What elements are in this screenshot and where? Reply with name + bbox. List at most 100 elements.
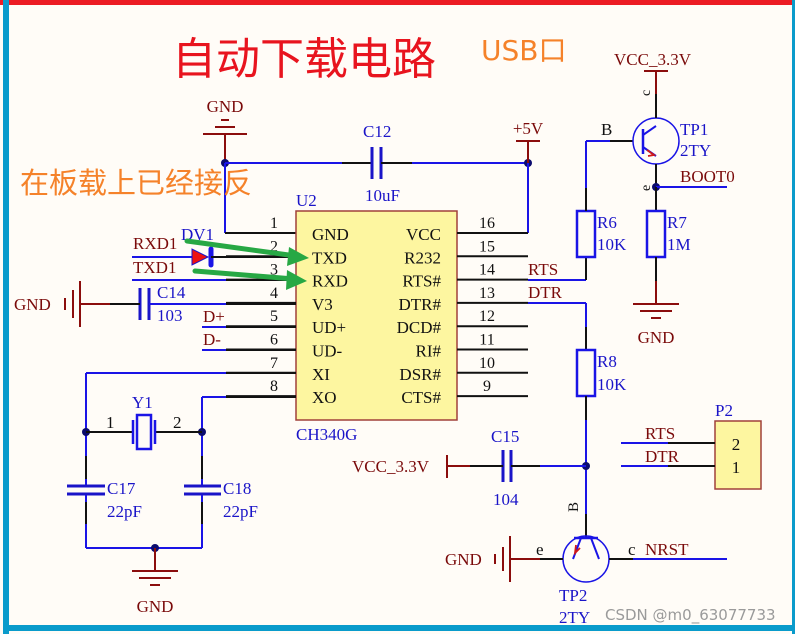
connector-p2: P2 2 1 RTS DTR xyxy=(621,401,762,490)
capacitor-c14: C14 103 xyxy=(138,283,186,325)
ic-pin-name: RI# xyxy=(416,342,442,361)
svg-text:104: 104 xyxy=(493,490,519,509)
net-label-boot0: BOOT0 xyxy=(680,167,735,186)
svg-text:VCC_3.3V: VCC_3.3V xyxy=(352,457,430,476)
svg-text:GND: GND xyxy=(137,597,174,616)
resistor-r7: R7 1M xyxy=(645,209,691,259)
svg-text:R6: R6 xyxy=(597,213,617,232)
svg-text:22pF: 22pF xyxy=(107,502,142,521)
ic-pin-number: 3 xyxy=(270,262,278,279)
gnd-symbol-top: GND xyxy=(203,97,247,162)
usb-annotation: USB口 xyxy=(481,34,566,67)
ic-pin-number: 13 xyxy=(479,285,495,302)
svg-text:B: B xyxy=(601,120,612,139)
svg-text:C14: C14 xyxy=(157,283,186,302)
ic-pin-number: 10 xyxy=(479,355,495,372)
tp2-b-label: B xyxy=(566,502,582,512)
ic-pin-number: 8 xyxy=(270,378,278,395)
gnd-symbol-r7: GND xyxy=(633,281,679,347)
ic-pin-name: DCD# xyxy=(397,318,442,337)
svg-text:103: 103 xyxy=(157,306,183,325)
svg-text:10K: 10K xyxy=(597,375,627,394)
net-label-rxd1: RXD1 xyxy=(133,234,177,253)
svg-text:VCC_3.3V: VCC_3.3V xyxy=(614,50,692,69)
ic-pin-name: DSR# xyxy=(399,365,441,384)
ic-pin-name: GND xyxy=(312,225,349,244)
p2-net-dtr: DTR xyxy=(645,447,680,466)
svg-text:2: 2 xyxy=(173,413,182,432)
c12-ref: C12 xyxy=(363,122,391,141)
ic-pin-number: 16 xyxy=(479,215,495,232)
green-arrow-txd xyxy=(184,238,309,266)
frame-right-border xyxy=(792,0,795,634)
svg-text:e: e xyxy=(536,540,544,559)
gnd-symbol-c14: GND xyxy=(14,281,110,327)
svg-text:R8: R8 xyxy=(597,352,617,371)
ic-pin-number: 14 xyxy=(479,262,495,279)
svg-text:+5V: +5V xyxy=(513,119,544,138)
crystal-y1: Y1 1 2 xyxy=(106,393,182,451)
svg-text:22pF: 22pF xyxy=(223,502,258,521)
ic-pin-number: 11 xyxy=(479,332,494,349)
capacitor-c12: C12 10uF xyxy=(363,122,400,205)
frame-left-border xyxy=(3,0,9,634)
ic-pin-name: UD- xyxy=(312,342,343,361)
svg-text:GND: GND xyxy=(638,328,675,347)
svg-text:TP2: TP2 xyxy=(559,586,587,605)
ic-part: CH340G xyxy=(296,425,357,444)
ic-pin-number: 12 xyxy=(479,308,495,325)
svg-text:GND: GND xyxy=(445,550,482,569)
net-label-dminus: D- xyxy=(203,330,221,349)
svg-text:1M: 1M xyxy=(667,235,691,254)
svg-text:Y1: Y1 xyxy=(132,393,153,412)
p2-net-rts: RTS xyxy=(645,424,675,443)
svg-text:2TY: 2TY xyxy=(680,141,711,160)
frame-bottom-border xyxy=(3,625,795,631)
ic-pin-number: 2 xyxy=(270,238,278,255)
green-arrow-rxd xyxy=(192,268,307,290)
svg-text:P2: P2 xyxy=(715,401,733,420)
resistor-r8: R8 10K xyxy=(575,348,627,398)
svg-text:e: e xyxy=(639,185,654,191)
power-vcc33-top: VCC_3.3V xyxy=(614,50,692,72)
svg-text:1: 1 xyxy=(732,458,741,477)
ic-pin-name: RTS# xyxy=(402,272,441,291)
capacitor-c18: C18 22pF xyxy=(184,479,258,521)
net-label-dtr: DTR xyxy=(528,283,563,302)
ic-pin-number: 15 xyxy=(479,238,495,255)
schematic-title: 自动下载电路 xyxy=(172,34,436,85)
capacitor-c15: C15 104 xyxy=(491,427,519,509)
svg-text:c: c xyxy=(639,90,654,96)
power-vcc33-c15: VCC_3.3V xyxy=(352,455,470,478)
c12-value: 10uF xyxy=(365,186,400,205)
ic-pin-name: R232 xyxy=(404,248,441,267)
capacitor-c17: C17 22pF xyxy=(67,479,142,521)
svg-text:C15: C15 xyxy=(491,427,519,446)
net-label-dplus: D+ xyxy=(203,307,225,326)
ic-pin-name: RXD xyxy=(312,272,348,291)
ic-pin-number: 6 xyxy=(270,332,278,349)
net-label-txd1: TXD1 xyxy=(133,258,176,277)
net-label-nrst: NRST xyxy=(645,540,689,559)
svg-text:C17: C17 xyxy=(107,479,136,498)
net-label-rts: RTS xyxy=(528,260,558,279)
svg-text:2TY: 2TY xyxy=(559,608,590,627)
ic-pin-name: V3 xyxy=(312,295,333,314)
svg-text:R7: R7 xyxy=(667,213,687,232)
ic-pin-number: 7 xyxy=(270,355,278,372)
ic-pin-name: TXD xyxy=(312,248,347,267)
ic-pin-number: 5 xyxy=(270,308,278,325)
svg-text:1: 1 xyxy=(106,413,115,432)
svg-text:GND: GND xyxy=(207,97,244,116)
resistor-r6: R6 10K xyxy=(575,209,627,259)
reverse-note: 在板载上已经接反 xyxy=(20,166,252,200)
gnd-symbol-crystal: GND xyxy=(132,548,178,616)
ic-pin-name: DTR# xyxy=(399,295,442,314)
power-5v-symbol: +5V xyxy=(513,119,544,163)
ic-pin-number: 4 xyxy=(270,285,278,302)
gnd-symbol-tp2: GND xyxy=(445,536,540,582)
transistor-tp1: B TP1 2TY c e xyxy=(601,90,711,191)
watermark: CSDN @m0_63077733 xyxy=(605,606,776,625)
